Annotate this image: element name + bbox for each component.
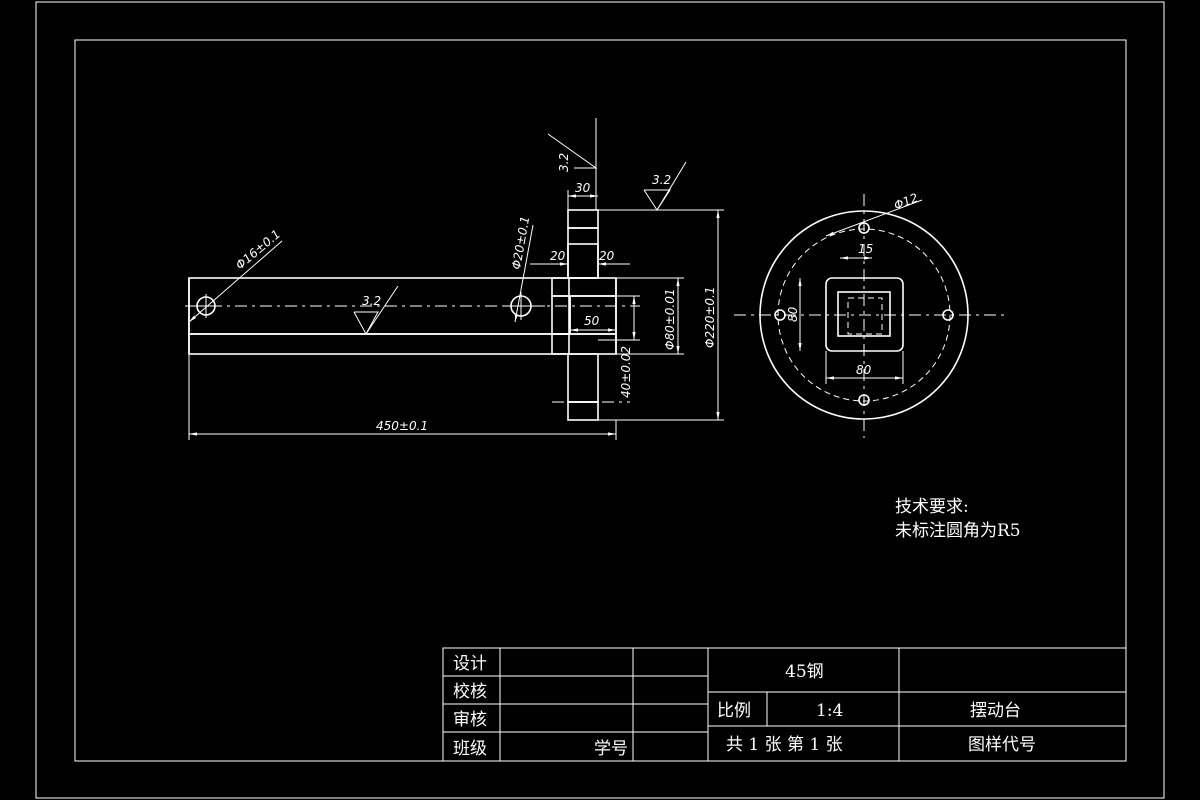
dim-r32-c: 3.2 xyxy=(652,173,671,187)
tb-review: 审核 xyxy=(453,710,487,730)
dim-d80: Φ80±0.01 xyxy=(663,289,677,351)
title-block xyxy=(442,647,1127,762)
tb-student-no: 学号 xyxy=(594,739,628,759)
dim-w20a: 20 xyxy=(550,249,566,263)
section-view xyxy=(185,209,640,421)
end-view-dimensions: Φ12 15 80 80 xyxy=(786,191,923,384)
dim-d20: Φ20±0.1 xyxy=(509,215,532,270)
end-view xyxy=(734,194,1006,438)
tb-scale-label: 比例 xyxy=(717,701,751,721)
dim-w20b: 20 xyxy=(599,249,615,263)
dim-r32-b: 3.2 xyxy=(557,153,571,172)
dim-sq80v: 80 xyxy=(786,306,800,322)
tb-design: 设计 xyxy=(453,654,487,674)
notes-title: 技术要求: xyxy=(895,497,969,517)
tb-class: 班级 xyxy=(453,739,487,759)
dim-d16: Φ16±0.1 xyxy=(233,227,283,272)
dim-w30: 30 xyxy=(575,181,591,195)
notes-line1: 未标注圆角为R5 xyxy=(895,521,1021,541)
dim-t40: 40±0.02 xyxy=(619,346,633,398)
tb-drawing-code: 图样代号 xyxy=(968,735,1036,755)
dim-d220: Φ220±0.1 xyxy=(703,287,717,349)
section-dimensions: Φ16±0.1 Φ20±0.1 3.2 3.2 30 3.2 20 20 50 … xyxy=(188,118,724,440)
tb-check: 校核 xyxy=(453,682,487,702)
dim-s15: 15 xyxy=(858,242,873,256)
dim-len450: 450±0.1 xyxy=(376,419,428,433)
inner-border xyxy=(74,39,1127,762)
tb-part-name: 摆动台 xyxy=(970,701,1021,721)
outer-border xyxy=(35,1,1165,799)
dim-w50: 50 xyxy=(584,314,600,328)
tb-material: 45钢 xyxy=(785,662,824,682)
dim-d12: Φ12 xyxy=(892,191,920,213)
dim-sq80h: 80 xyxy=(856,363,872,377)
tb-sheet-info: 共 1 张 第 1 张 xyxy=(726,735,843,755)
dim-r32-a: 3.2 xyxy=(362,294,381,308)
tb-scale-value: 1:4 xyxy=(816,701,843,721)
